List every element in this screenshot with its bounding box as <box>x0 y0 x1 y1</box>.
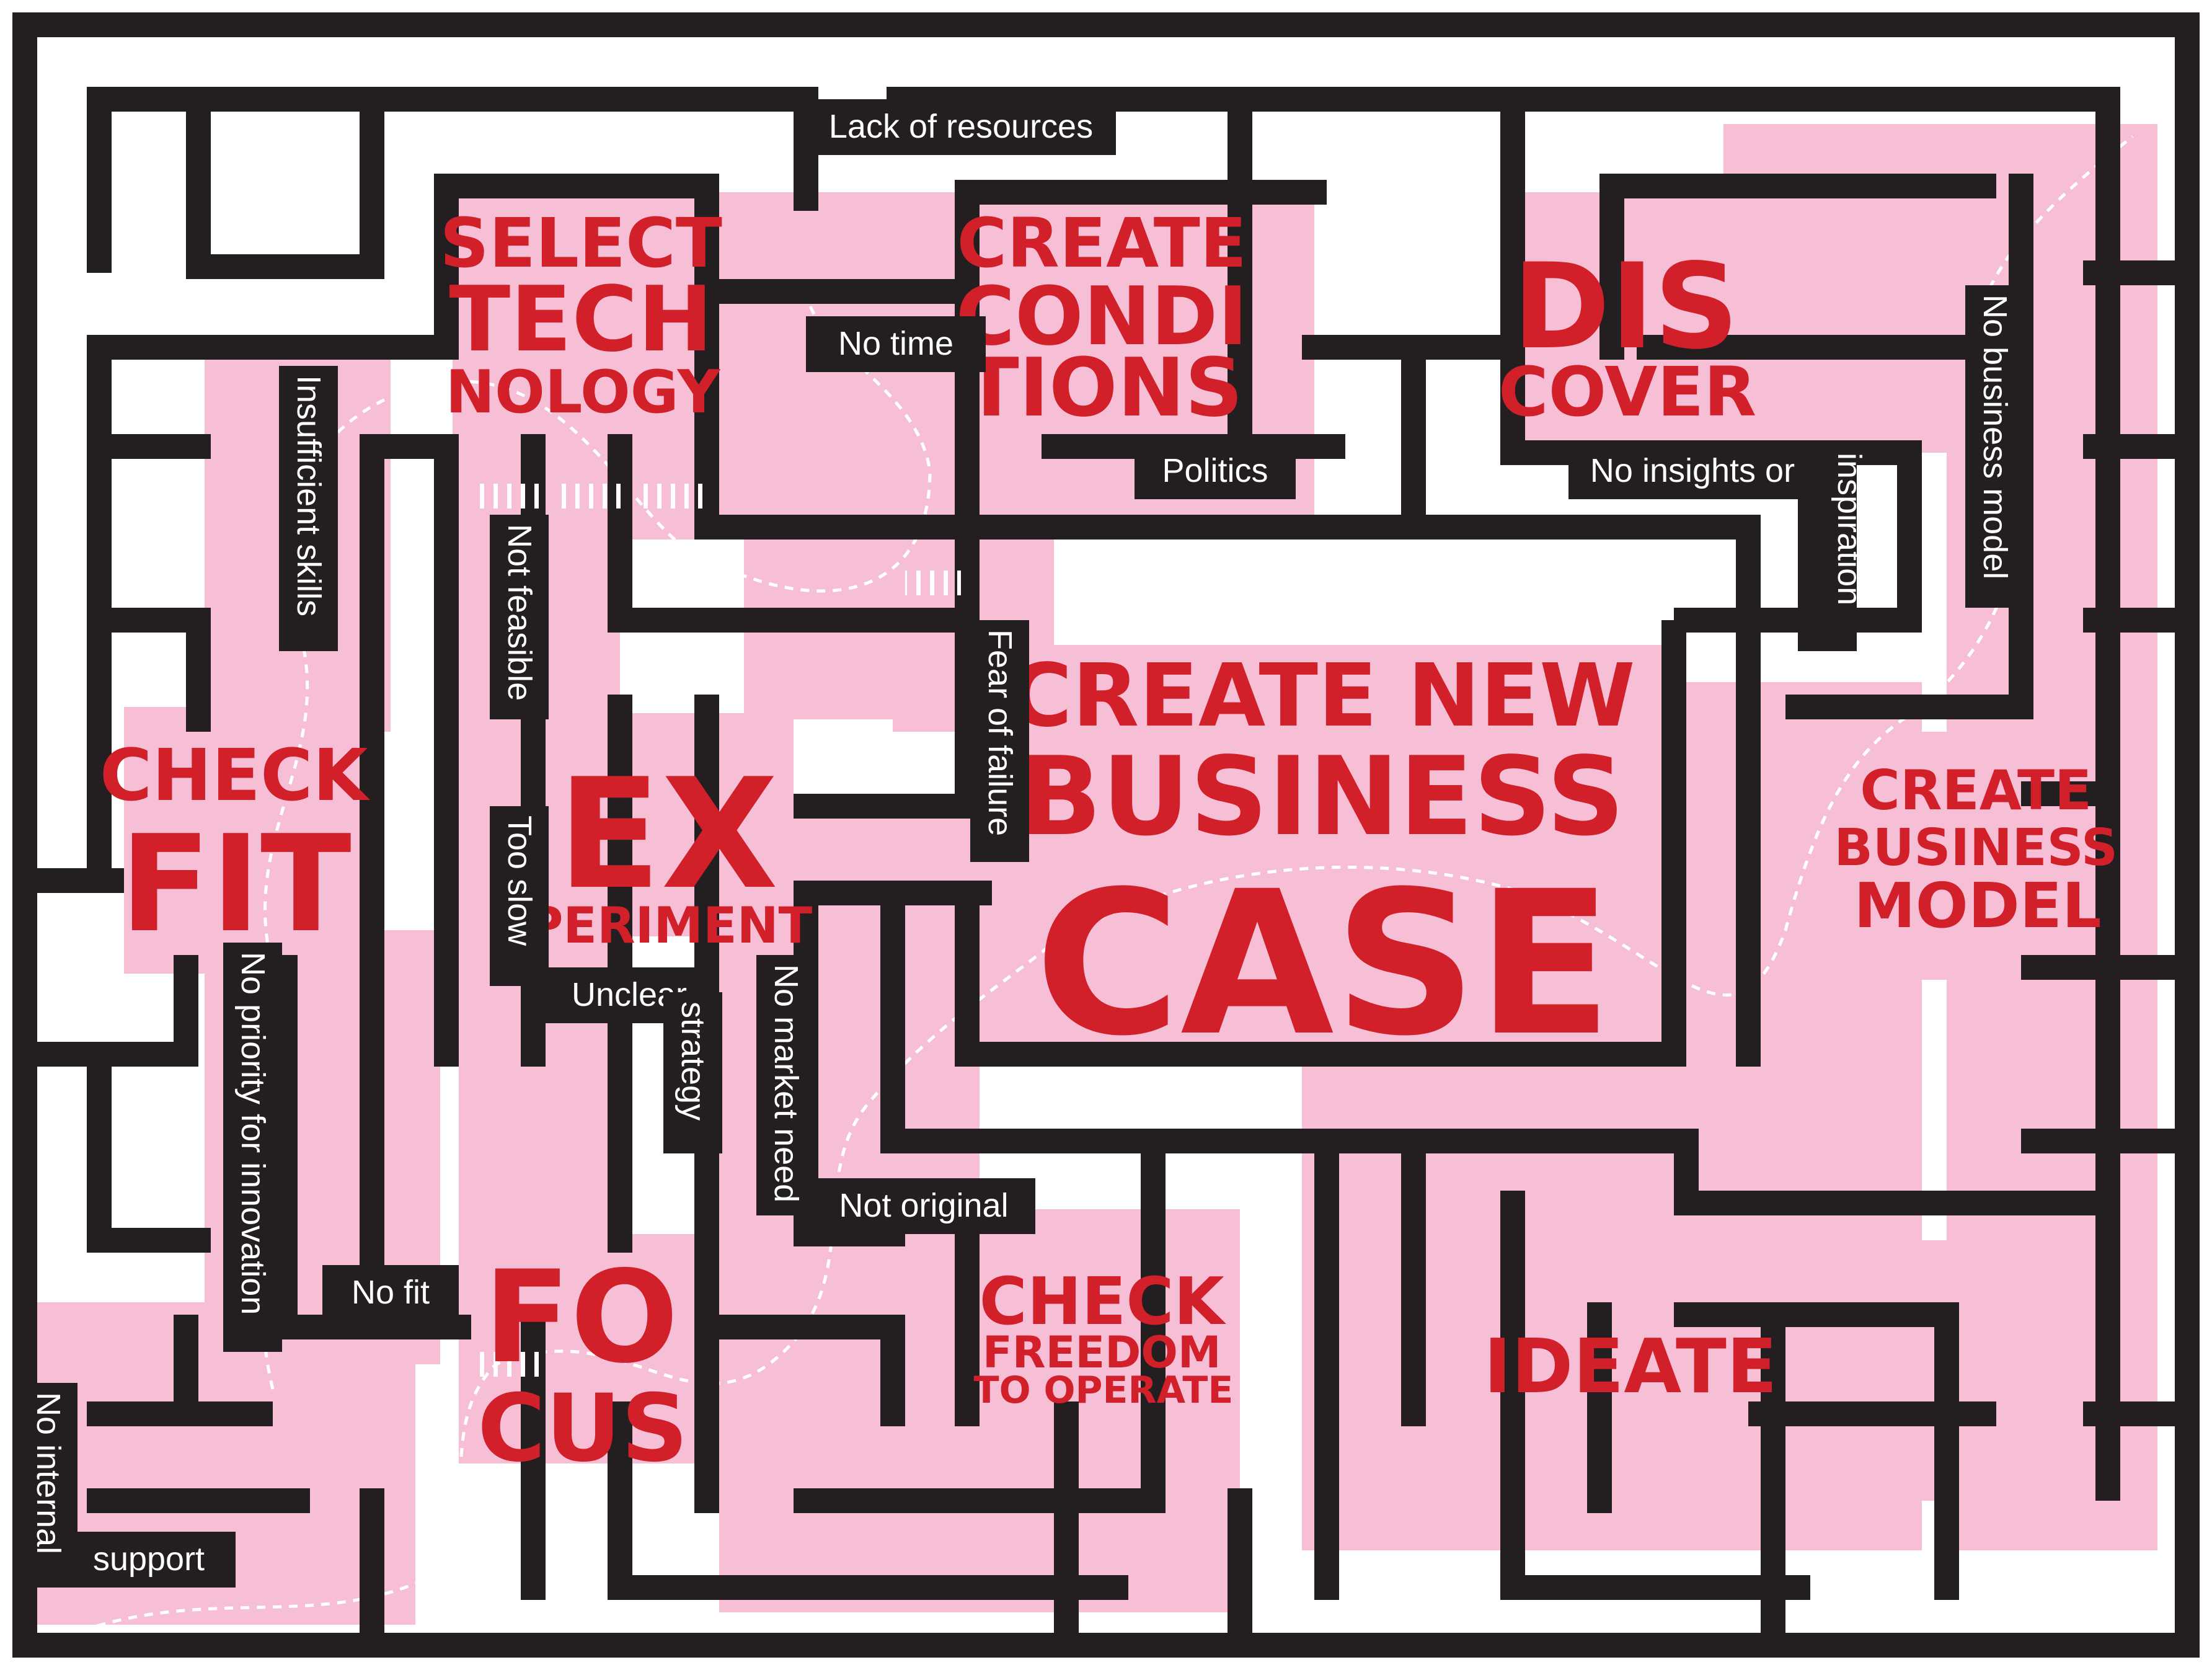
svg-text:strategy: strategy <box>675 1002 712 1121</box>
svg-text:support: support <box>93 1540 205 1578</box>
stage-check-freedom: CHECK FREEDOM TO OPERATE <box>974 1264 1234 1412</box>
svg-text:No fit: No fit <box>352 1274 430 1311</box>
svg-text:No market need: No market need <box>768 964 805 1202</box>
svg-text:No business model: No business model <box>1976 295 2014 579</box>
gate-markers <box>471 484 961 1377</box>
svg-text:No priority for innovation: No priority for innovation <box>234 952 272 1315</box>
svg-text:Lack of resources: Lack of resources <box>829 108 1093 145</box>
obstacle-not-feasible: Not feasible <box>490 515 549 719</box>
obstacle-no-internal-support: No internal support <box>19 1383 236 1588</box>
obstacle-fear-of-failure: Fear of failure <box>970 620 1029 862</box>
stage-check-fit: CHECK FIT <box>100 734 371 962</box>
obstacle-unclear-strategy: Unclear strategy <box>546 967 722 1153</box>
obstacle-no-time: No time <box>806 316 986 372</box>
stage-create-new-business-case: CREATE NEW BUSINESS CASE <box>1009 646 1639 1080</box>
obstacle-not-original: Not original <box>812 1178 1035 1234</box>
stage-discover: DIS COVER <box>1498 238 1756 432</box>
svg-text:Insufficient skills: Insufficient skills <box>290 375 327 616</box>
svg-text:Politics: Politics <box>1162 452 1268 489</box>
dashed-route <box>36 135 2134 1651</box>
obstacle-politics: Politics <box>1135 443 1296 499</box>
svg-text:No insights or: No insights or <box>1590 452 1795 489</box>
stage-create-conditions: CREATE CONDI TIONS <box>956 203 1252 435</box>
obstacle-no-market-need: No market need <box>756 955 815 1215</box>
svg-text:Not original: Not original <box>839 1187 1008 1224</box>
obstacle-insufficient-skills: Insufficient skills <box>279 366 338 651</box>
obstacle-no-fit: No fit <box>322 1265 459 1321</box>
obstacle-no-business-model: No business model <box>1965 285 2024 608</box>
stage-experiment: EX PERIMENT <box>527 746 813 954</box>
obstacle-lack-of-resources: Lack of resources <box>806 99 1116 155</box>
svg-text:No time: No time <box>838 325 953 362</box>
stage-select-technology: SELECT TECH NOLOGY <box>440 203 726 427</box>
stage-labels: SELECT TECH NOLOGY CREATE CONDI TIONS DI… <box>100 203 2121 1483</box>
svg-text:Fear of failure: Fear of failure <box>981 629 1019 836</box>
obstacle-too-slow: Too slow <box>490 806 549 986</box>
svg-text:inspiration: inspiration <box>1831 453 1868 605</box>
obstacle-no-insights: No insights or inspiration <box>1568 443 1868 651</box>
svg-text:No internal: No internal <box>30 1392 67 1554</box>
obstacle-no-priority: No priority for innovation <box>223 943 282 1352</box>
svg-text:Too slow: Too slow <box>501 815 538 946</box>
svg-text:Not feasible: Not feasible <box>501 524 538 701</box>
stage-focus: FO CUS <box>477 1244 688 1483</box>
stage-create-business-model: CREATE BUSINESS MODEL <box>1834 758 2121 942</box>
stage-ideate: IDEATE <box>1484 1324 1777 1410</box>
obstacle-tags: Lack of resources No time Politics No in… <box>19 99 2024 1588</box>
